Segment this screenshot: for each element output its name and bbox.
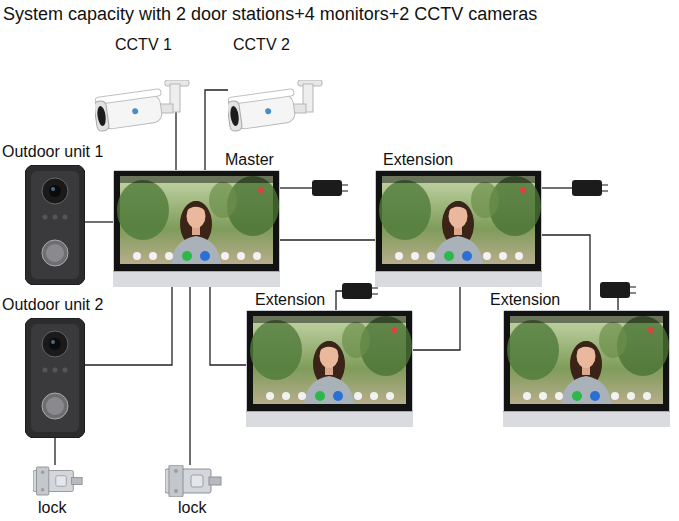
power-adapter (312, 180, 348, 196)
cctv-camera (226, 80, 322, 132)
device-label: CCTV 1 (115, 36, 172, 54)
device-label: Extension (490, 291, 560, 309)
wire-connector (413, 287, 460, 350)
wire-connector (205, 90, 228, 170)
device-box: Extension (503, 310, 670, 427)
device-box: Outdoor unit 2 (25, 318, 85, 438)
device-label: Extension (383, 151, 453, 169)
device-box: Extension (246, 310, 413, 427)
device-box: CCTV 2 (228, 80, 323, 135)
device-box: Outdoor unit 1 (25, 165, 85, 285)
power-cable (542, 187, 572, 188)
device-box: lock (165, 465, 222, 497)
lock-symbol (33, 467, 82, 495)
device-box: CCTV 1 (95, 80, 190, 135)
monitor (375, 170, 542, 287)
diagram-title: System capacity with 2 door stations+4 m… (3, 3, 537, 25)
outdoor-unit (25, 165, 85, 285)
lock-symbol (165, 465, 221, 497)
wire-connector (210, 287, 246, 365)
power-adapter (572, 180, 608, 196)
camera-cable (175, 110, 176, 135)
wire-connector (189, 287, 190, 465)
wire-connector (85, 221, 113, 222)
wire-connector (175, 135, 176, 170)
monitor (113, 170, 280, 287)
monitor (503, 310, 670, 427)
device-label: lock (38, 499, 66, 517)
power-cable (617, 298, 618, 310)
device-box: lock (33, 465, 83, 497)
device-label: Master (225, 151, 274, 169)
monitor (246, 310, 413, 427)
device-box: Extension (375, 170, 542, 287)
power-cable (280, 187, 312, 188)
device-label: Outdoor unit 2 (2, 296, 103, 314)
power-adapter (342, 283, 378, 299)
device-box: Master (113, 170, 280, 287)
device-label: lock (178, 499, 206, 517)
wire-connector (280, 239, 375, 240)
power-adapter (600, 282, 636, 298)
outdoor-unit (25, 318, 85, 438)
power-cable (336, 291, 342, 310)
wire-connector (54, 438, 55, 465)
cctv-camera (93, 80, 189, 132)
device-label: Outdoor unit 1 (2, 143, 103, 161)
device-label: CCTV 2 (233, 36, 290, 54)
device-label: Extension (255, 291, 325, 309)
